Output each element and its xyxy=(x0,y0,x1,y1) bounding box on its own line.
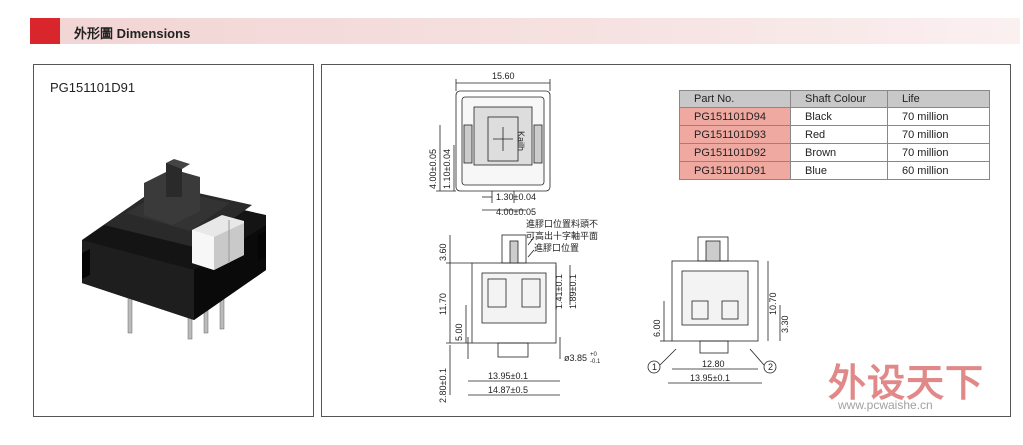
dim-top-bottom-1: 1.30±0.04 xyxy=(496,192,536,202)
model-label: PG151101D91 xyxy=(50,80,136,95)
callout-1: 1 xyxy=(652,362,657,372)
product-photo-panel: PG151101D91 xyxy=(33,64,314,417)
switch-photo xyxy=(82,159,266,340)
col-header-shaft-colour: Shaft Colour xyxy=(790,90,888,108)
cell-life: 70 million xyxy=(887,125,990,144)
part-spec-table: Part No. Shaft Colour Life PG151101D94 B… xyxy=(679,90,990,180)
technical-drawing: 15.60 4.00±0.05 1.10±0.04 1.30±0.04 4.00… xyxy=(428,71,790,403)
dim-top-bottom-2: 4.00±0.05 xyxy=(496,207,536,217)
col-header-part-no: Part No. xyxy=(679,90,791,108)
cell-colour: Black xyxy=(790,107,888,126)
cell-life: 70 million xyxy=(887,143,990,162)
dim-width: 15.60 xyxy=(492,71,515,81)
gate-note-1-line-1: 進膠口位置料頭不 xyxy=(526,218,598,230)
dimension-drawing-panel: 15.60 4.00±0.05 1.10±0.04 1.30±0.04 4.00… xyxy=(321,64,1011,417)
cell-colour: Blue xyxy=(790,161,888,180)
dim-1-41: 1.41±0.1 xyxy=(554,274,564,309)
dim-pin-diameter: ø3.85 xyxy=(564,353,587,363)
dim-top-left-inner: 1.10±0.04 xyxy=(442,149,452,189)
watermark-logo: 外设天下 xyxy=(828,361,985,405)
table-row: PG151101D91 Blue 60 million xyxy=(679,161,990,180)
dim-pin-tol-lower: -0.1 xyxy=(590,359,601,365)
cell-part-no: PG151101D92 xyxy=(679,143,791,162)
dim-side-12-80: 12.80 xyxy=(702,359,725,369)
callout-2: 2 xyxy=(768,362,773,372)
cell-life: 70 million xyxy=(887,107,990,126)
dim-1-89: 1.89±0.1 xyxy=(568,274,578,309)
dim-side-6: 6.00 xyxy=(652,319,662,337)
table-row: PG151101D92 Brown 70 million xyxy=(679,143,990,162)
dim-side-10-70: 10.70 xyxy=(768,292,778,315)
dim-pin-length: 2.80±0.1 xyxy=(438,368,448,403)
gate-note-1-line-2: 可高出十字軸平面 xyxy=(526,230,598,242)
dim-front-13-95: 13.95±0.1 xyxy=(488,371,528,381)
section-title: 外形圖 Dimensions xyxy=(74,26,191,41)
cell-part-no: PG151101D94 xyxy=(679,107,791,126)
cell-colour: Red xyxy=(790,125,888,144)
dim-top-left-outer: 4.00±0.05 xyxy=(428,149,438,189)
dim-side-13-95: 13.95±0.1 xyxy=(690,373,730,383)
cell-part-no: PG151101D93 xyxy=(679,125,791,144)
brand-text: Kailh xyxy=(516,131,526,151)
table-row: PG151101D93 Red 70 million xyxy=(679,125,990,144)
dim-total-height: 11.70 xyxy=(438,293,448,315)
table-row: PG151101D94 Black 70 million xyxy=(679,107,990,126)
dim-5: 5.00 xyxy=(454,323,464,341)
col-header-life: Life xyxy=(887,90,990,108)
section-header-accent xyxy=(30,18,60,44)
dim-stem-height: 3.60 xyxy=(438,243,448,261)
gate-note-2: 進膠口位置 xyxy=(534,242,579,254)
dim-pin-tol-upper: +0 xyxy=(590,352,598,358)
watermark-url: www.pcwaishe.cn xyxy=(838,398,933,412)
cell-colour: Brown xyxy=(790,143,888,162)
table-header-row: Part No. Shaft Colour Life xyxy=(679,90,990,108)
dim-front-14-87: 14.87±0.5 xyxy=(488,385,528,395)
cell-life: 60 million xyxy=(887,161,990,180)
dim-side-3-30: 3.30 xyxy=(780,315,790,333)
cell-part-no: PG151101D91 xyxy=(679,161,791,180)
section-header-bar xyxy=(30,18,1020,44)
